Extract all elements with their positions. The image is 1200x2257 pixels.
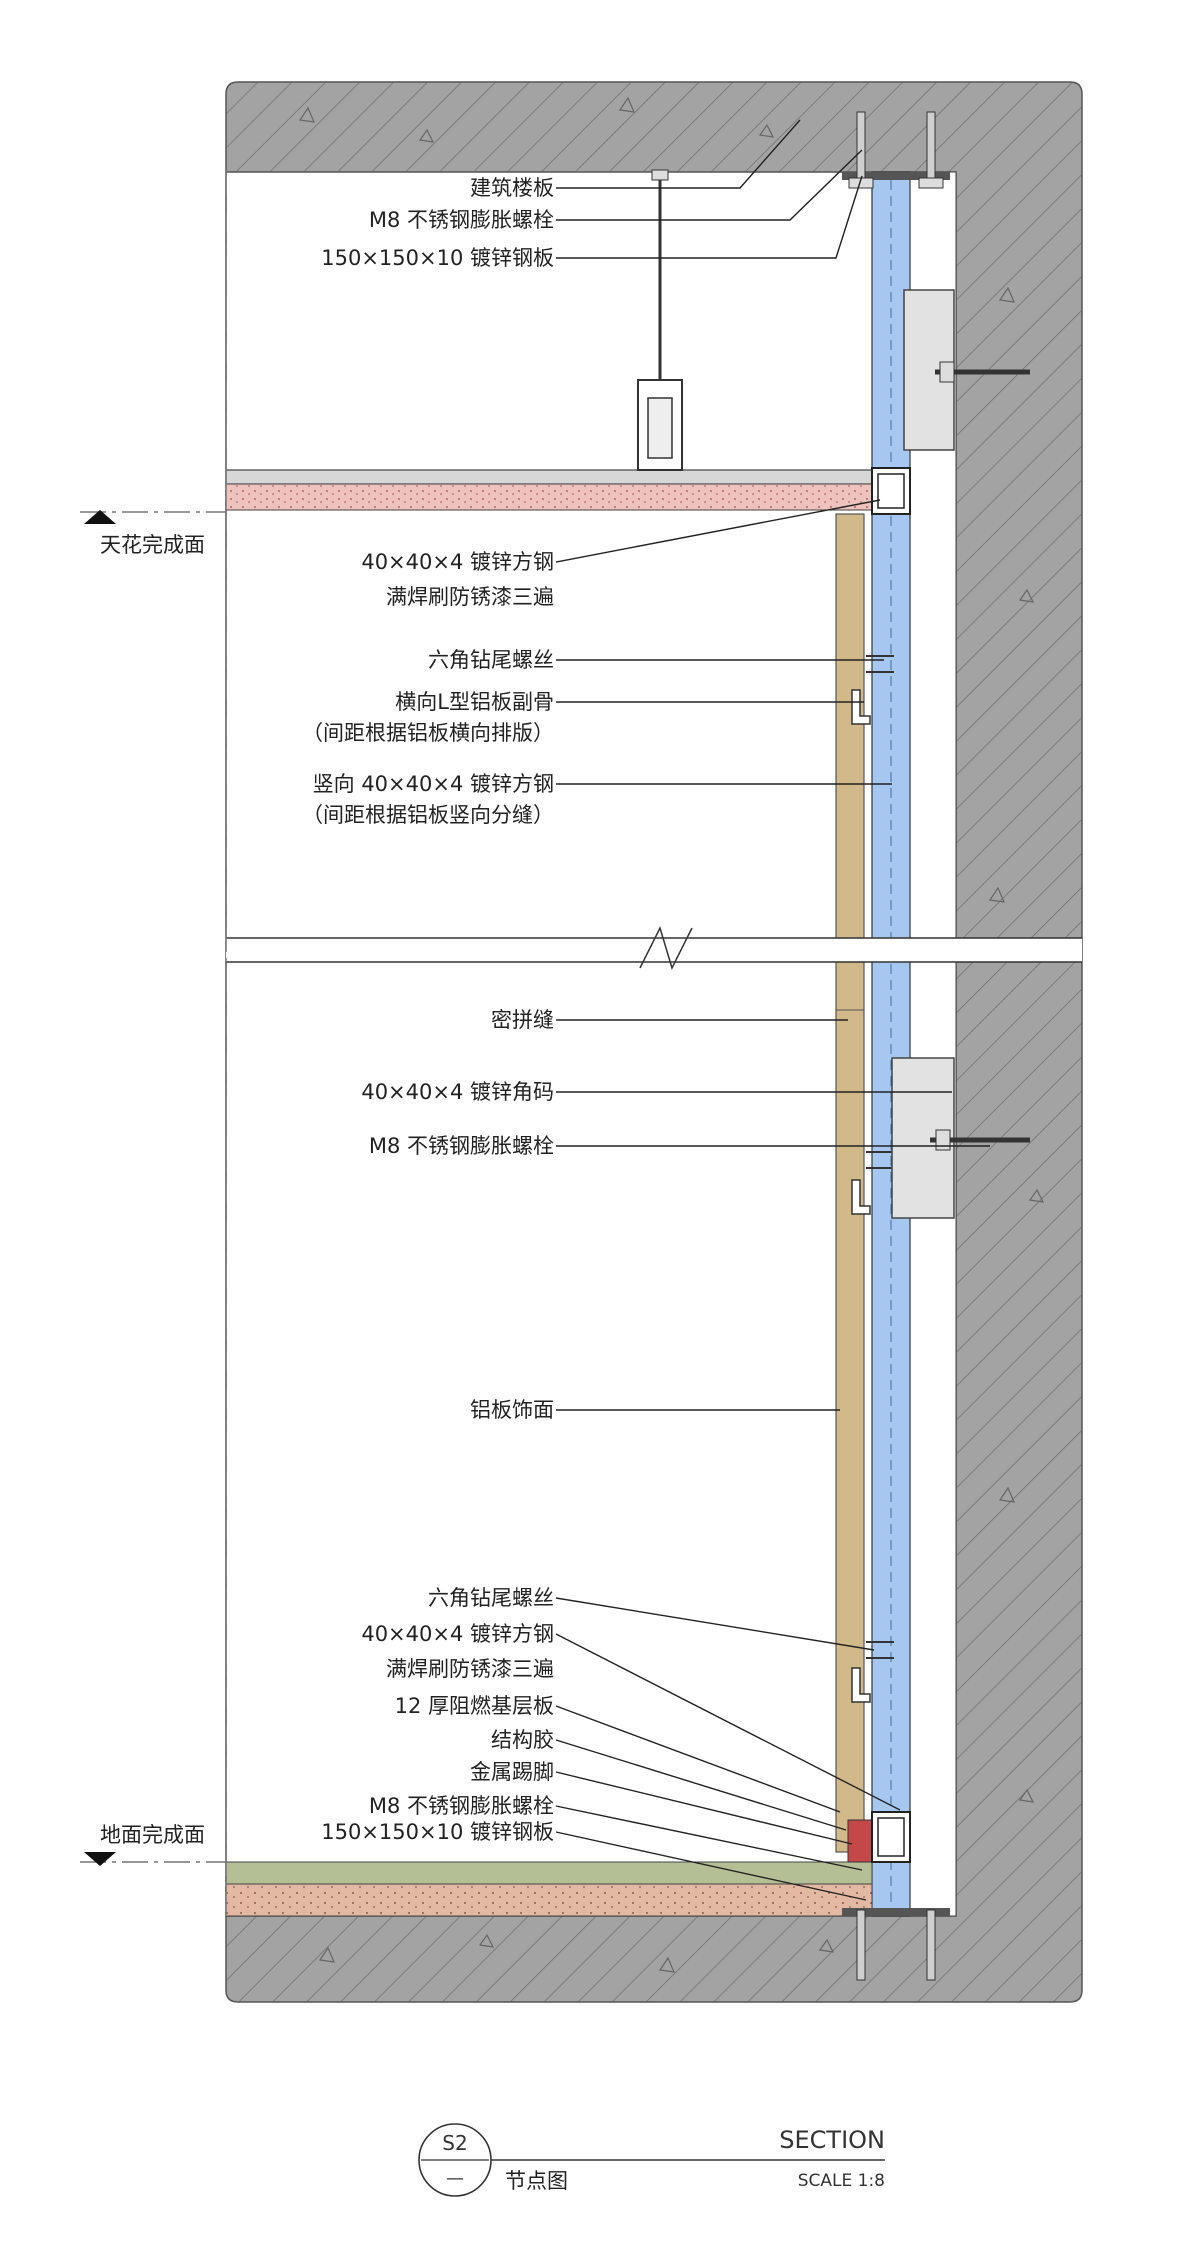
- label-vertical-steel-note: （间距根据铝板竖向分缝）: [302, 803, 554, 827]
- label-square-steel-bottom: 40×40×4 镀锌方钢: [361, 1622, 554, 1646]
- section-ref-number: S2: [442, 2131, 467, 2155]
- label-structural-glue: 结构胶: [491, 1728, 554, 1752]
- label-steel-plate-top: 150×150×10 镀锌钢板: [321, 246, 554, 270]
- floor-level-arrow-icon: [84, 1852, 116, 1866]
- floor-screed: [225, 1883, 873, 1917]
- break-line: [226, 925, 1082, 971]
- label-aluminium-finish: 铝板饰面: [470, 1398, 554, 1422]
- skirting: [847, 1819, 873, 1863]
- title-block: S2 — 节点图 SECTION SCALE 1:8: [418, 2123, 885, 2197]
- drill-screws: [866, 655, 894, 1659]
- title-section: SECTION: [779, 2126, 885, 2154]
- l-clip-lower: [851, 1667, 871, 1703]
- leader-lines: [555, 119, 990, 1901]
- top-steel-plate: [842, 172, 950, 180]
- aggregate-marks: [298, 96, 1045, 1973]
- label-weld-paint-bottom: 满焊刷防锈漆三遍: [386, 1657, 554, 1681]
- air-gap: [909, 171, 957, 1917]
- label-steel-plate-bottom: 150×150×10 镀锌钢板: [321, 1820, 554, 1844]
- hanger-channel: [647, 397, 673, 459]
- section-ref-sub: —: [446, 2168, 464, 2189]
- middle-wall-bracket: [891, 1057, 1030, 1219]
- ceiling-insulation: [225, 483, 873, 511]
- aluminium-panel: [835, 513, 865, 1853]
- floor-level-label: 地面完成面: [100, 1823, 205, 1847]
- label-vertical-steel: 竖向 40×40×4 镀锌方钢: [313, 772, 554, 796]
- top-bolt-left: [856, 111, 866, 183]
- l-clip-middle: [851, 1179, 871, 1215]
- label-floor-slab: 建筑楼板: [470, 176, 554, 200]
- label-hex-screw-top: 六角钻尾螺丝: [428, 648, 554, 672]
- upper-wall-bracket: [903, 289, 1030, 451]
- label-metal-skirting: 金属踢脚: [470, 1760, 554, 1784]
- ceiling-level-arrow-icon: [84, 510, 116, 524]
- label-m8-bolt-top: M8 不锈钢膨胀螺栓: [369, 208, 554, 232]
- label-hex-screw-bottom: 六角钻尾螺丝: [428, 1586, 554, 1610]
- title-scale: SCALE 1:8: [798, 2171, 885, 2191]
- ceiling-level-marker: 天花完成面: [80, 510, 226, 557]
- bottom-steel-plate: [842, 1908, 950, 1916]
- upper-bolt-nut: [939, 361, 955, 383]
- ceiling-square-steel-inner: [877, 473, 905, 509]
- floor-level-marker: 地面完成面: [80, 1823, 226, 1866]
- ceiling-level-label: 天花完成面: [100, 533, 205, 557]
- label-weld-paint-top: 满焊刷防锈漆三遍: [386, 585, 554, 609]
- bottom-bolt-right: [926, 1909, 936, 1981]
- floor-square-steel-inner: [877, 1817, 905, 1857]
- top-nut-right: [918, 177, 944, 189]
- ceiling-board: [225, 469, 873, 485]
- hanger-nut: [651, 169, 669, 181]
- label-l-subframe: 横向L型铝板副骨: [395, 690, 554, 714]
- label-m8-bolt-bottom: M8 不锈钢膨胀螺栓: [369, 1794, 554, 1818]
- label-square-steel-top: 40×40×4 镀锌方钢: [361, 550, 554, 574]
- label-l-subframe-note: （间距根据铝板横向排版）: [302, 721, 554, 745]
- label-tight-joint: 密拼缝: [491, 1008, 554, 1032]
- title-name: 节点图: [505, 2169, 568, 2193]
- annotation-labels: 建筑楼板 M8 不锈钢膨胀螺栓 150×150×10 镀锌钢板 40×40×4 …: [302, 176, 554, 1844]
- l-clip-upper: [851, 689, 871, 725]
- middle-bolt-nut: [935, 1129, 951, 1151]
- bottom-bolt-left: [856, 1909, 866, 1981]
- label-angle-bracket: 40×40×4 镀锌角码: [361, 1080, 554, 1104]
- ceiling-assembly: [225, 169, 911, 515]
- label-fire-retardant-board: 12 厚阻燃基层板: [395, 1694, 554, 1718]
- subframe-clips: [851, 689, 871, 1703]
- top-bolt-right: [926, 111, 936, 183]
- top-anchor: [842, 111, 950, 189]
- label-m8-bolt-middle: M8 不锈钢膨胀螺栓: [369, 1134, 554, 1158]
